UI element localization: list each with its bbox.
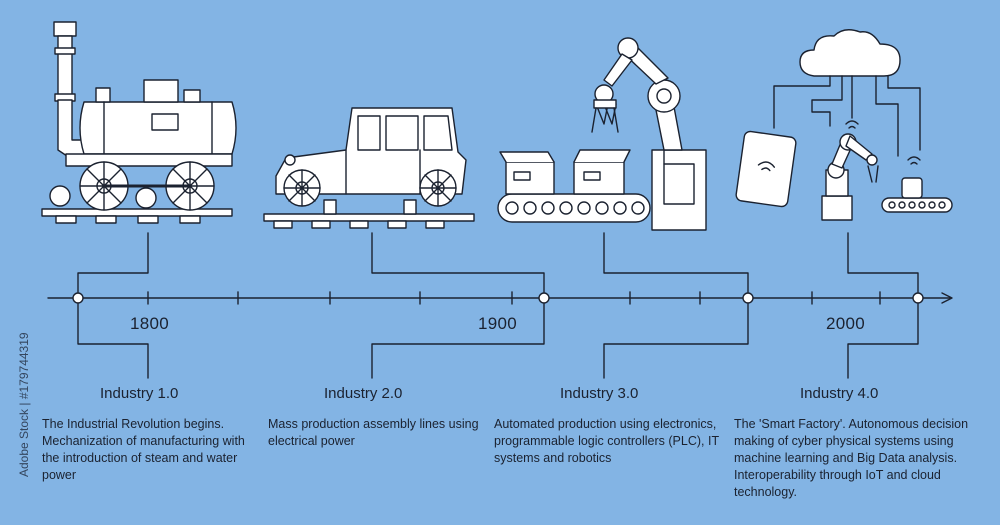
stage-title-industry-4: Industry 4.0 <box>800 385 879 402</box>
robotic-arm-conveyor-icon <box>497 37 707 231</box>
steam-locomotive-icon <box>41 21 237 224</box>
tablet-icon <box>735 130 797 208</box>
marker-industry-4 <box>912 292 924 304</box>
stage-description-industry-1: The Industrial Revolution begins. Mechan… <box>42 417 245 482</box>
stage-title-industry-2: Industry 2.0 <box>324 385 403 402</box>
year-label-2000: 2000 <box>826 314 866 333</box>
year-label-1800: 1800 <box>130 314 170 333</box>
marker-industry-3 <box>742 292 754 304</box>
timeline-axis <box>47 291 953 305</box>
marker-industry-2 <box>538 292 550 304</box>
connector-brackets <box>77 232 919 379</box>
stage-description-industry-3: Automated production using electronics, … <box>494 417 719 465</box>
marker-industry-1 <box>72 292 84 304</box>
stock-watermark: Adobe Stock | #179744319 <box>17 332 31 477</box>
stage-description-industry-4: The 'Smart Factory'. Autonomous decision… <box>734 417 969 499</box>
stage-title-industry-3: Industry 3.0 <box>560 385 639 402</box>
automobile-icon <box>263 107 475 229</box>
smart-factory-icon <box>735 29 953 221</box>
year-label-1900: 1900 <box>478 314 518 333</box>
timeline-markers <box>72 292 924 304</box>
stage-title-industry-1: Industry 1.0 <box>100 385 179 402</box>
stage-description-industry-2: Mass production assembly lines using ele… <box>268 417 479 448</box>
cloud-icon <box>799 29 901 77</box>
